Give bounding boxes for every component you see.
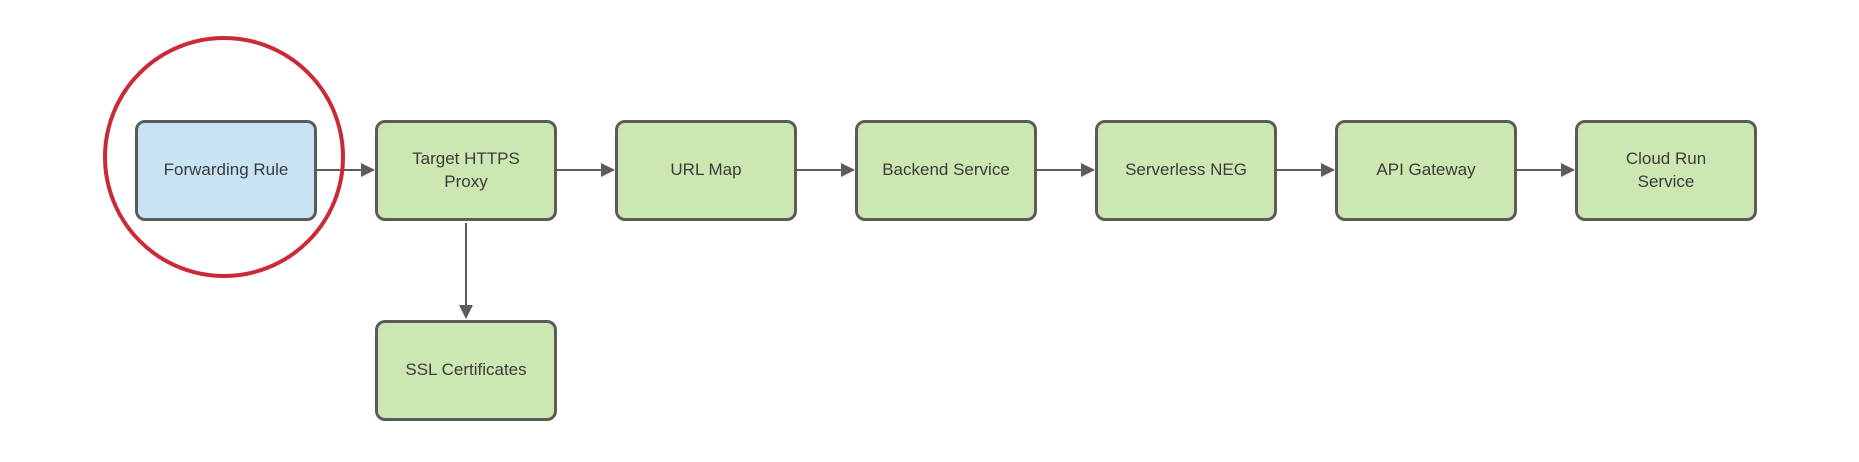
arrow-target-https-proxy-to-ssl-certificates: [459, 223, 473, 319]
arrow-target-https-proxy-to-url-map: [557, 163, 615, 177]
node-url-map: URL Map: [615, 120, 797, 221]
node-serverless-neg: Serverless NEG: [1095, 120, 1277, 221]
node-target-https-proxy: Target HTTPS Proxy: [375, 120, 557, 221]
node-backend-service: Backend Service: [855, 120, 1037, 221]
arrow-api-gateway-to-cloud-run-service: [1517, 163, 1575, 177]
arrow-backend-service-to-serverless-neg: [1037, 163, 1095, 177]
node-api-gateway: API Gateway: [1335, 120, 1517, 221]
arrow-serverless-neg-to-api-gateway: [1277, 163, 1335, 177]
node-forwarding-rule: Forwarding Rule: [135, 120, 317, 221]
node-ssl-certificates: SSL Certificates: [375, 320, 557, 421]
node-cloud-run-service: Cloud Run Service: [1575, 120, 1757, 221]
arrow-forwarding-rule-to-target-https-proxy: [317, 163, 375, 177]
arrow-url-map-to-backend-service: [797, 163, 855, 177]
